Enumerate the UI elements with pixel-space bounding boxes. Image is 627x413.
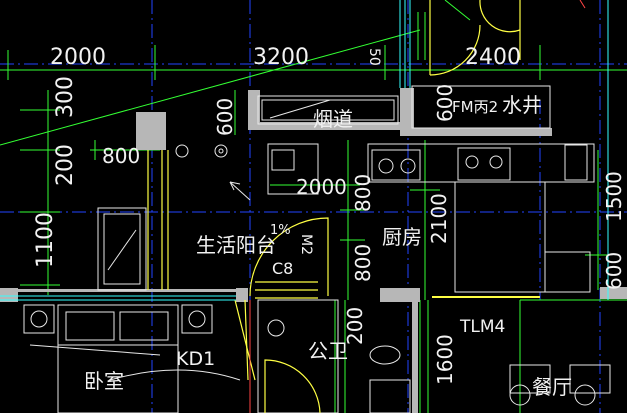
label-dining: 餐厅 bbox=[532, 375, 572, 399]
label-water-well: 水井 bbox=[502, 93, 542, 117]
fixtures bbox=[23, 85, 611, 413]
label-slope: 1% bbox=[270, 223, 291, 238]
label-kd1: KD1 bbox=[176, 348, 215, 370]
dim-left-200: 200 bbox=[53, 144, 78, 186]
dim-800-a: 800 bbox=[102, 144, 140, 168]
dim-1500: 1500 bbox=[602, 171, 626, 222]
walls bbox=[0, 88, 627, 413]
label-kitchen: 厨房 bbox=[382, 225, 422, 249]
arrow-marker bbox=[229, 181, 251, 201]
label-bedroom: 卧室 bbox=[84, 369, 124, 393]
dim-2100: 2100 bbox=[427, 193, 451, 244]
dim-2000-b: 2000 bbox=[296, 175, 347, 199]
dim-50: 50 bbox=[366, 48, 382, 66]
label-fm: FM丙2 bbox=[452, 98, 498, 116]
dim-top-right: 2400 bbox=[465, 45, 521, 70]
room-labels: 烟道 FM丙2 水井 生活阳台 1% M2 C8 厨房 TLM4 KD1 卧室 … bbox=[84, 93, 572, 399]
openings bbox=[249, 0, 586, 413]
dim-600-c: 600 bbox=[602, 252, 626, 290]
dim-left-300: 300 bbox=[53, 76, 78, 118]
dim-200-b: 200 bbox=[343, 307, 367, 345]
window-lines bbox=[0, 0, 609, 301]
dim-1600: 1600 bbox=[433, 334, 457, 385]
dim-800-b: 800 bbox=[351, 174, 375, 212]
label-c8: C8 bbox=[272, 259, 293, 278]
label-flue: 烟道 bbox=[313, 107, 353, 131]
dim-top-mid: 3200 bbox=[253, 45, 309, 70]
dim-left-1100: 1100 bbox=[33, 212, 58, 268]
label-balcony: 生活阳台 bbox=[196, 233, 276, 257]
dim-600-b: 600 bbox=[433, 84, 457, 122]
label-tlm4: TLM4 bbox=[459, 317, 505, 337]
dim-top-left: 2000 bbox=[50, 45, 106, 70]
dimension-texts: 2000 3200 2400 300 200 1100 800 600 600 … bbox=[33, 45, 626, 385]
label-m2: M2 bbox=[298, 234, 314, 255]
label-toilet: 公卫 bbox=[308, 339, 348, 363]
dim-600-a: 600 bbox=[213, 98, 237, 136]
dim-800-c: 800 bbox=[351, 244, 375, 282]
doors bbox=[147, 0, 540, 413]
